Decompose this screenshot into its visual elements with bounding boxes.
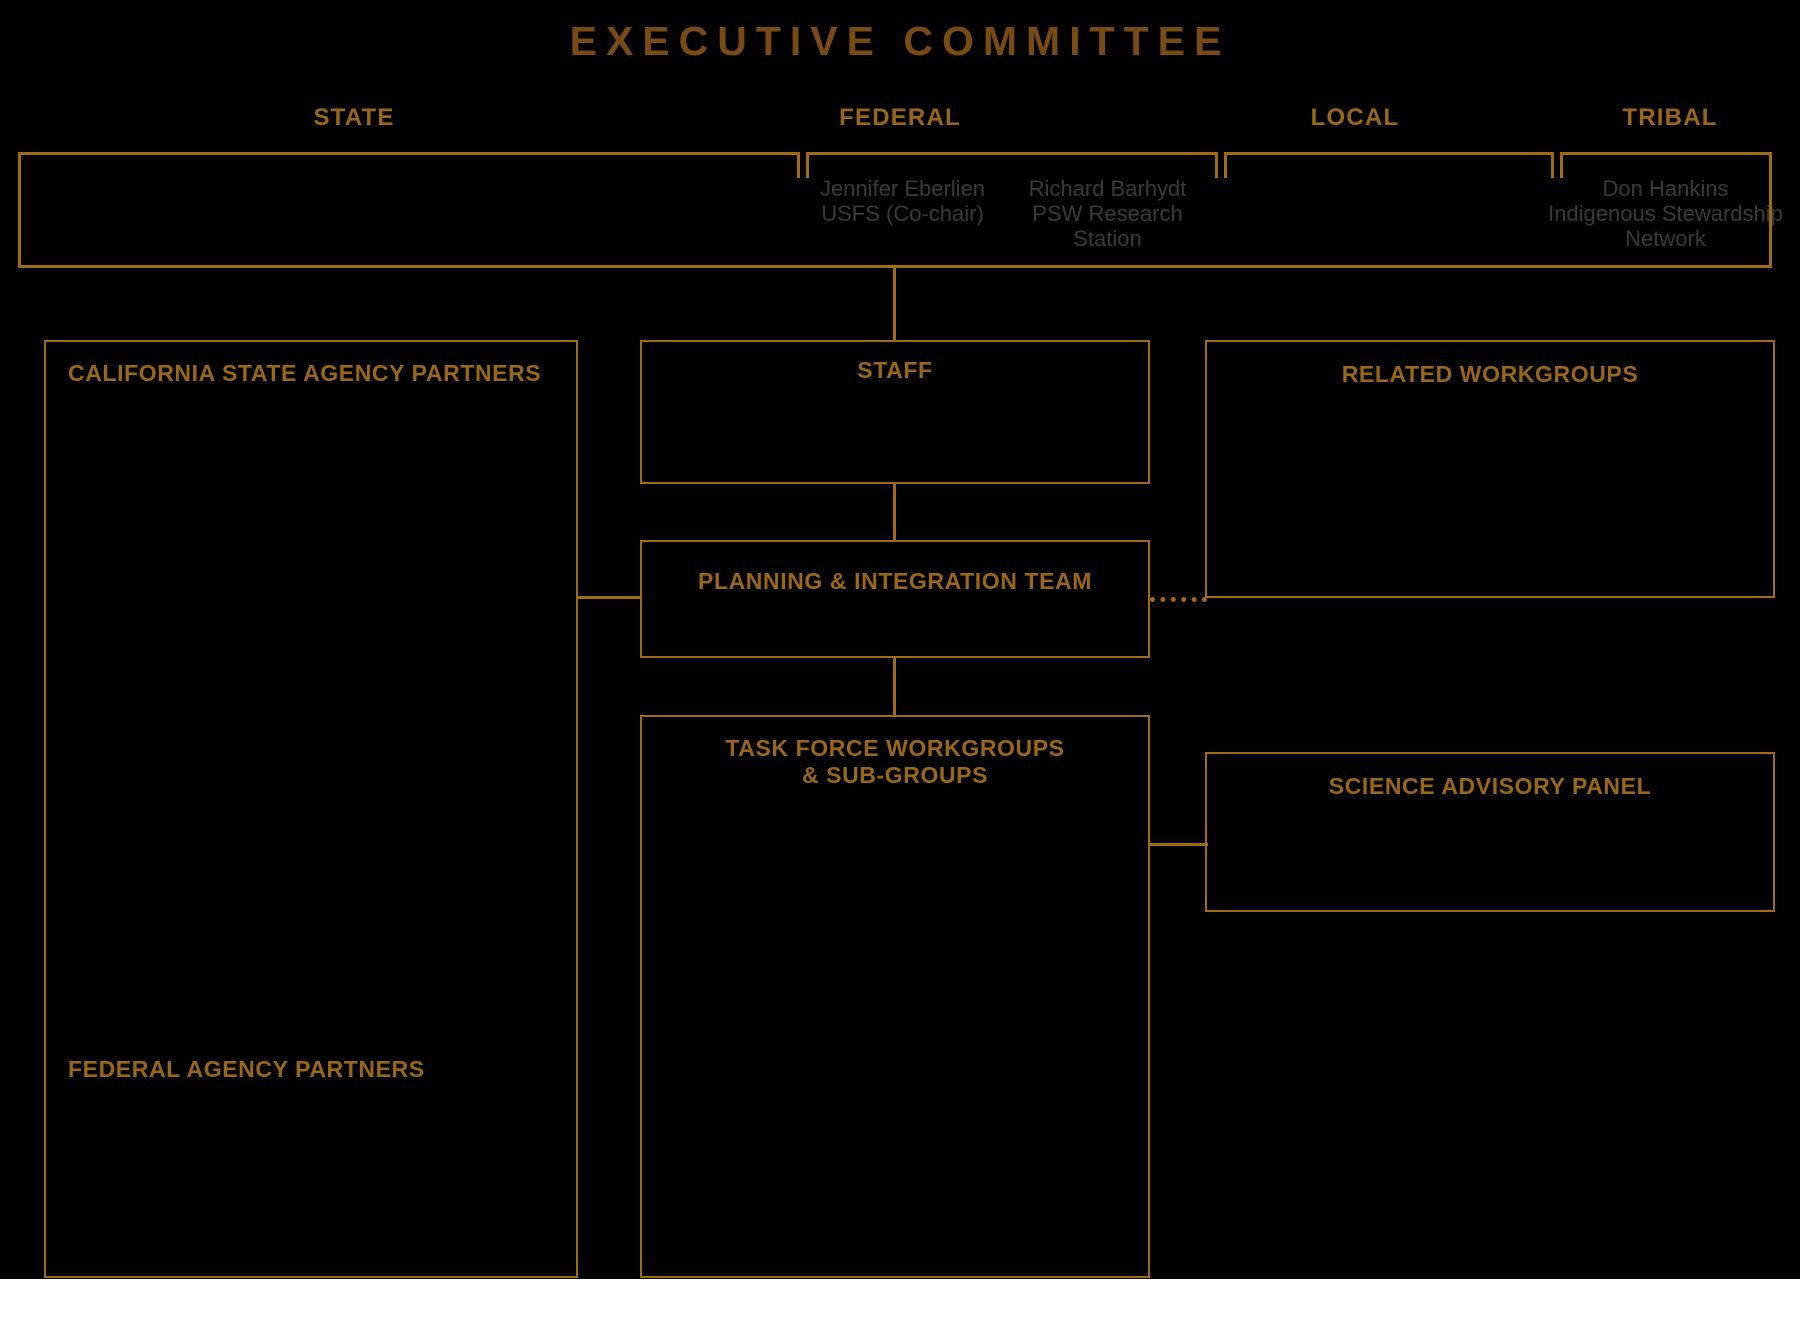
member-jennifer-eberlien: Jennifer Eberlien USFS (Co-chair) — [819, 176, 986, 226]
label-task-force-workgroups: TASK FORCE WORKGROUPS & SUB-GROUPS — [725, 735, 1065, 788]
box-science-advisory-panel[interactable] — [1205, 752, 1775, 912]
chart-background — [0, 0, 1800, 1279]
page-title: EXECUTIVE COMMITTEE — [569, 18, 1231, 64]
column-label-local: LOCAL — [1310, 104, 1400, 131]
connector-exec-to-staff — [893, 268, 896, 342]
box-planning-integration-team[interactable] — [640, 540, 1150, 658]
column-label-state: STATE — [313, 104, 395, 131]
label-staff: STAFF — [857, 357, 933, 383]
column-label-federal: FEDERAL — [839, 104, 961, 131]
box-task-force-workgroups[interactable] — [640, 715, 1150, 1278]
connector-planning-to-related-workgroups-dotted — [1150, 597, 1207, 602]
label-federal-agency-partners: FEDERAL AGENCY PARTNERS — [68, 1056, 425, 1082]
bracket-local — [1224, 152, 1554, 178]
member-don-hankins: Don Hankins Indigenous Stewardship Netwo… — [1548, 176, 1783, 251]
bracket-federal — [806, 152, 1218, 178]
connector-staff-to-planning — [893, 484, 896, 540]
connector-partners-to-planning — [578, 596, 642, 599]
column-label-tribal: TRIBAL — [1622, 104, 1718, 131]
member-richard-barhydt: Richard Barhydt PSW Research Station — [1028, 176, 1187, 251]
connector-taskforce-to-science-panel — [1150, 843, 1208, 846]
executive-committee-container — [18, 152, 1772, 268]
box-staff[interactable] — [640, 340, 1150, 484]
connector-planning-to-taskforce — [893, 658, 896, 715]
box-related-workgroups[interactable] — [1205, 340, 1775, 598]
box-california-state-agency-partners[interactable] — [44, 340, 578, 1278]
label-related-workgroups: RELATED WORKGROUPS — [1341, 361, 1639, 387]
label-california-state-agency-partners: CALIFORNIA STATE AGENCY PARTNERS — [68, 360, 542, 386]
label-science-advisory-panel: SCIENCE ADVISORY PANEL — [1328, 773, 1652, 799]
label-planning-integration-team: PLANNING & INTEGRATION TEAM — [698, 568, 1092, 594]
